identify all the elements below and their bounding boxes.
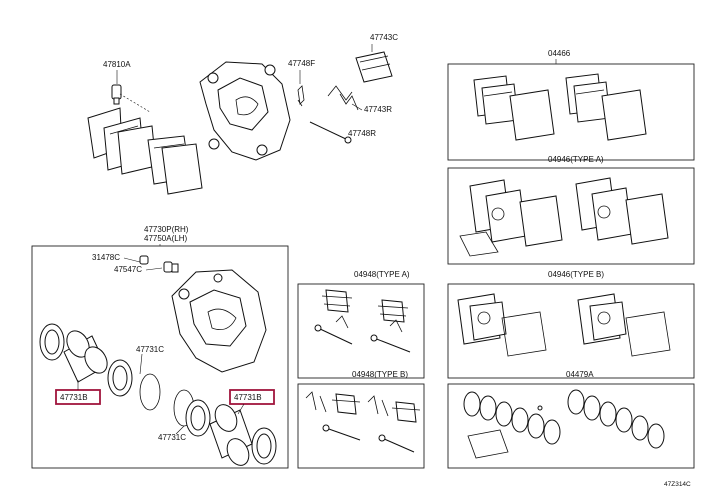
label-04948-type-a: 04948(TYPE A) xyxy=(354,270,410,279)
label-47748r: 47748R xyxy=(348,129,376,138)
pad-kit-04946-type-b[interactable] xyxy=(457,293,671,357)
label-04946-type-a: 04946(TYPE A) xyxy=(548,155,604,164)
label-47743r: 47743R xyxy=(364,105,392,114)
hardware-kit-type-a-box xyxy=(297,283,425,379)
caliper-bracket[interactable] xyxy=(199,61,291,161)
pad-kit-04946-type-a-box xyxy=(447,167,695,265)
label-47731b-right: 47731B xyxy=(234,393,262,402)
piston-left[interactable] xyxy=(62,327,111,383)
label-47748f: 47748F xyxy=(288,59,315,68)
caliper-mounting-assembly: 47810A xyxy=(87,33,398,195)
label-47743c: 47743C xyxy=(370,33,398,42)
catalog-reference: 47Z314C xyxy=(664,481,691,488)
piston-seal-left[interactable] xyxy=(39,323,65,361)
brake-pad-set-left[interactable] xyxy=(87,107,203,195)
bolt-47810a[interactable] xyxy=(111,84,151,113)
hardware-kit-type-a[interactable] xyxy=(314,289,411,353)
label-47750a: 47750A(LH) xyxy=(144,234,187,243)
caliper-housing[interactable] xyxy=(171,269,267,373)
seal-kit-04479a-box xyxy=(447,383,695,469)
piston-seal-right[interactable] xyxy=(251,427,277,465)
pad-kit-04946-type-b-box xyxy=(447,283,695,379)
piston-right[interactable] xyxy=(209,401,253,469)
seal-kit-04479a[interactable] xyxy=(463,389,665,459)
label-47731b-left: 47731B xyxy=(60,393,88,402)
bleeder-screw[interactable] xyxy=(139,255,179,273)
label-04479a: 04479A xyxy=(566,370,594,379)
label-47731c-upper: 47731C xyxy=(136,345,164,354)
label-47547c: 47547C xyxy=(114,265,142,274)
label-04948-type-b: 04948(TYPE B) xyxy=(352,370,408,379)
label-04946-type-b: 04946(TYPE B) xyxy=(548,270,604,279)
piston-ring-set[interactable] xyxy=(139,373,211,437)
pad-set-04466-box xyxy=(447,63,695,161)
label-04466: 04466 xyxy=(548,49,571,58)
hardware-kit-type-b[interactable] xyxy=(305,391,421,453)
label-47730p: 47730P(RH) xyxy=(144,225,189,234)
label-47810a: 47810A xyxy=(103,60,131,69)
caliper-cylinder-assembly: 31478C 47547C xyxy=(39,253,277,469)
caliper-assembly-box xyxy=(31,245,289,469)
pad-kit-04946-type-a[interactable] xyxy=(459,177,669,257)
highlight-47731b-left[interactable]: 47731B xyxy=(55,380,101,405)
label-31478c: 31478C xyxy=(92,253,120,262)
cylinder-boot-left[interactable] xyxy=(107,359,133,397)
hardware-kit-type-b-box xyxy=(297,383,425,469)
highlight-47731b-right[interactable]: 47731B xyxy=(229,389,275,415)
pad-set-04466[interactable] xyxy=(473,73,647,141)
label-47731c-lower: 47731C xyxy=(158,433,186,442)
pad-pin-and-clips[interactable] xyxy=(297,51,393,144)
